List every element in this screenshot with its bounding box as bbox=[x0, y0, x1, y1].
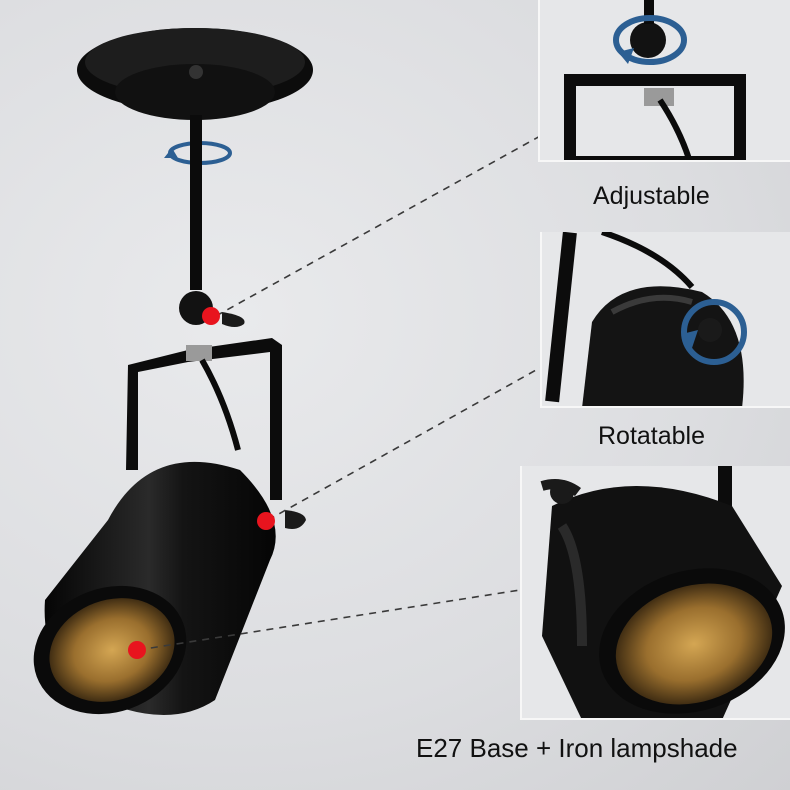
red-dot-icon bbox=[128, 641, 146, 659]
circular-arrow-icon bbox=[613, 15, 687, 65]
caption-base: E27 Base + Iron lampshade bbox=[416, 733, 738, 763]
ceiling-canopy bbox=[77, 28, 313, 120]
detail-panel-joint bbox=[538, 0, 790, 162]
red-dot-icon bbox=[257, 512, 275, 530]
circular-arrow-icon bbox=[681, 299, 747, 365]
detail-panel-shade bbox=[520, 466, 790, 720]
caption-adjustable: Adjustable bbox=[593, 182, 710, 210]
lamp-shade bbox=[33, 461, 306, 715]
leader-lines bbox=[137, 134, 546, 651]
red-dot-icon bbox=[202, 307, 220, 325]
detail-panel-rotation bbox=[540, 232, 790, 408]
lamp-cable bbox=[199, 358, 241, 451]
caption-rotatable: Rotatable bbox=[598, 422, 706, 450]
lamp-rod bbox=[190, 115, 202, 290]
